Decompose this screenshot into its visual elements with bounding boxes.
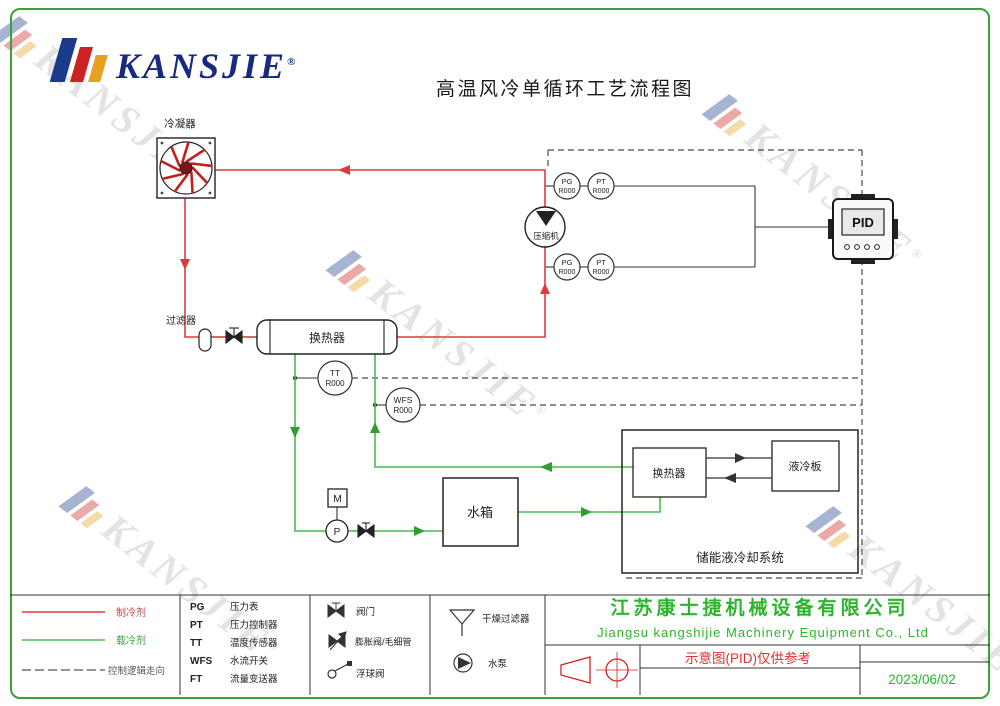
drawing-date: 2023/06/02 [888,672,956,687]
pt-tag: PT [596,258,606,267]
pg-tag: PG [562,177,573,186]
filter: 过滤器 [166,314,212,352]
expansion-valve-icon [225,327,243,345]
company-name-en: Jiangsu kangshijie Machinery Equipment C… [597,625,929,640]
instrument-tt: TT R000 [317,360,353,396]
abbrev-meaning: 水流开关 [230,655,269,667]
pg-number: R000 [559,188,576,195]
pg-number: R000 [559,269,576,276]
wfs-number: R000 [393,406,413,415]
storage-cooling-system: 储能液冷却系统 换热器 液冷板 [621,429,859,574]
company-name-cn: 江苏康士捷机械设备有限公司 [610,596,909,619]
logo-wordmark: KANSJIE® [116,45,296,86]
pump-motor: M P [325,488,349,543]
pg-tag: PG [562,258,573,267]
pt-number: R000 [593,269,610,276]
drawing-title: 高温风冷单循环工艺流程图 [436,78,694,100]
legend-grid-lines [10,594,990,695]
compressor: 压缩机 [524,206,566,248]
storage-hx-label: 换热器 [653,466,686,480]
compressor-label: 压缩机 [533,231,559,241]
water-pump-symbol-icon [453,653,473,673]
projection-symbol-icon [560,652,638,688]
coolant-flow-arrows [290,422,592,536]
control-logic-lines [352,149,863,579]
legend-abbreviations: PG 压力表 PT 压力控制器 TT 温度传感器 WFS 水流开关 FT 流量变… [190,601,278,685]
legend-valve-symbols: 阀门 膨胀阀/毛细管 浮球阀 [327,602,412,680]
abbrev-key: TT [190,638,202,649]
legend-equipment-symbols: 干燥过滤器 水泵 [448,609,530,673]
instrument-wfs: WFS R000 [385,387,421,423]
condenser-label: 冷凝器 [164,117,196,130]
compressor-symbol-icon [536,211,556,226]
abbrev-key: WFS [190,656,213,667]
schematic-note: 示意图(PID)仅供参考 [685,650,811,666]
fan-blades-icon [160,141,213,194]
instrument-pt-suction: PT R000 [587,253,615,281]
water-tank: 水箱 [442,477,519,547]
tt-number: R000 [325,379,345,388]
refrigerant-pipes [184,169,546,338]
refrigerant-flow-arrows [180,165,550,294]
legend-control-label: 控制逻辑走向 [108,665,165,677]
abbrev-key: FT [190,674,202,685]
abbrev-meaning: 压力控制器 [230,619,278,631]
heat-exchanger: 换热器 [256,319,398,355]
abbrev-meaning: 温度传感器 [230,637,278,649]
expansion-valve-symbol-icon [328,631,347,651]
instrument-connectors [295,185,833,520]
cold-plate-label: 液冷板 [789,459,822,473]
abbrev-meaning: 流量变送器 [230,673,278,685]
legend-line-types: 制冷剂 载冷剂 控制逻辑走向 [22,606,165,677]
legend-refrigerant-label: 制冷剂 [116,606,146,619]
instrument-pg-discharge: PG R000 [553,172,581,200]
logo-yellow-block-icon [88,55,108,82]
filter-label: 过滤器 [166,314,196,327]
valve-label: 阀门 [356,606,375,618]
instrument-pt-discharge: PT R000 [587,172,615,200]
pt-tag: PT [596,177,606,186]
abbrev-key: PG [190,602,205,613]
expansion-valve-label: 膨胀阀/毛细管 [355,636,412,647]
legend-coolant-label: 载冷剂 [116,634,146,647]
float-valve-symbol-icon [327,661,352,679]
float-valve-label: 浮球阀 [356,668,385,680]
water-pump-label: 水泵 [488,658,508,670]
valve-symbol-icon [327,602,345,618]
pid-controller: PID [828,194,898,264]
instrument-pg-suction: PG R000 [553,253,581,281]
wfs-tag: WFS [394,395,413,405]
pump-label: P [334,527,341,538]
condenser: 冷凝器 [156,117,216,199]
pid-label: PID [852,215,874,230]
heat-exchanger-label: 换热器 [309,331,345,345]
abbrev-key: PT [190,620,203,631]
water-tank-label: 水箱 [467,505,493,520]
abbrev-meaning: 压力表 [230,601,259,613]
dry-filter-symbol-icon [448,609,476,636]
motor-label: M [333,493,342,505]
dry-filter-label: 干燥过滤器 [482,613,530,625]
tt-tag: TT [330,368,340,378]
title-block: 江苏康士捷机械设备有限公司 Jiangsu kangshijie Machine… [560,596,956,688]
coolant-valve-icon [357,522,375,539]
company-logo: KANSJIE® [49,38,296,86]
storage-system-label: 储能液冷却系统 [696,550,784,565]
pt-number: R000 [593,188,610,195]
